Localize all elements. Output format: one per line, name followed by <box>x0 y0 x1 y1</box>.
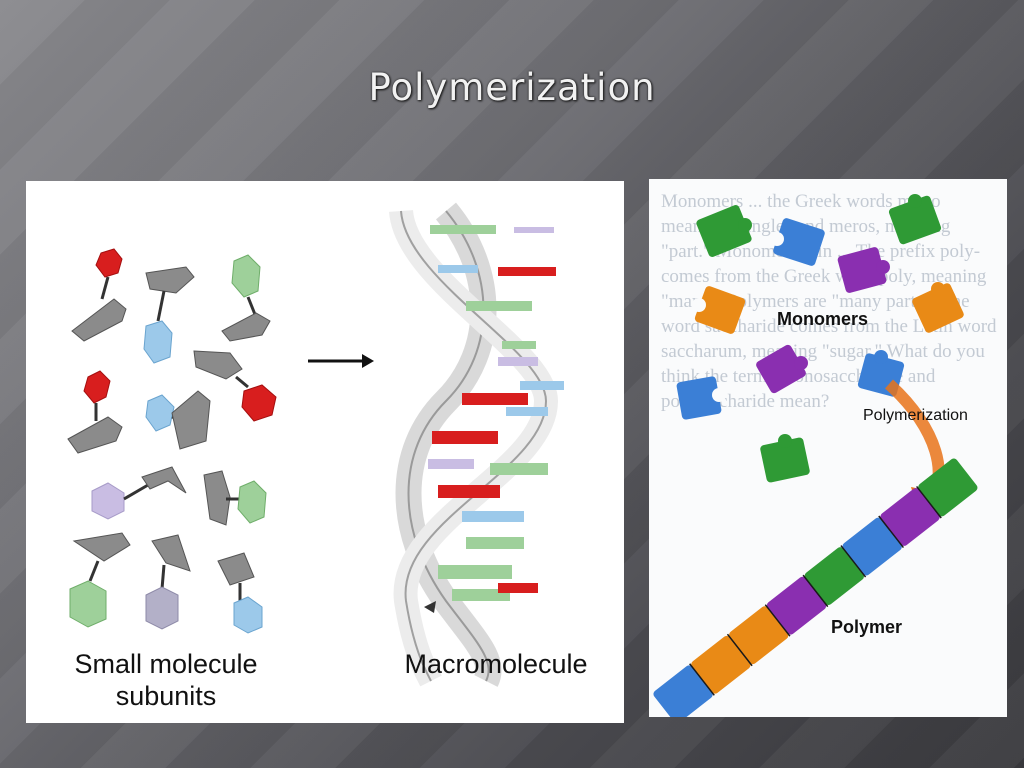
label-monomers: Monomers <box>777 309 869 329</box>
molecule-figure-panel: Small molecule subunits Macromolecule <box>26 181 624 723</box>
subunit-4 <box>193 350 277 422</box>
reaction-arrow <box>308 354 374 368</box>
subunit-9 <box>69 532 131 628</box>
subunit-8 <box>203 470 267 526</box>
subunit-11 <box>217 552 263 634</box>
caption-small-molecule-subunits: Small molecule subunits <box>74 649 258 711</box>
polymer-chain <box>653 458 978 717</box>
polymer-figure-panel: Monomers ... the Greek words mono meanin… <box>649 179 1007 717</box>
monomer-green-1 <box>696 205 752 257</box>
monomer-blue-3 <box>676 376 726 420</box>
monomer-green-2 <box>888 194 942 245</box>
monomer-orange-1 <box>692 286 746 334</box>
subunit-5 <box>67 370 123 454</box>
monomer-purple-2 <box>756 344 808 394</box>
subunit-2 <box>143 266 195 364</box>
label-polymer: Polymer <box>831 617 903 637</box>
molecule-illustration <box>67 202 564 687</box>
double-helix <box>389 202 564 687</box>
subunit-6 <box>145 390 211 450</box>
slide-title: Polymerization <box>368 66 656 109</box>
monomer-orange-2 <box>912 282 964 333</box>
monomer-blue-1 <box>770 218 825 266</box>
subunit-10 <box>145 534 191 630</box>
faded-textbook-text: Monomers ... the Greek words mono meanin… <box>661 191 997 412</box>
label-polymerization: Polymerization <box>863 407 968 424</box>
polymer-illustration <box>653 194 978 717</box>
subunit-7 <box>91 466 187 520</box>
monomer-green-3 <box>760 434 810 483</box>
caption-macromolecule: Macromolecule <box>404 649 588 679</box>
subunit-1 <box>71 248 127 342</box>
subunit-3 <box>221 254 271 342</box>
monomer-purple-1 <box>837 247 890 293</box>
